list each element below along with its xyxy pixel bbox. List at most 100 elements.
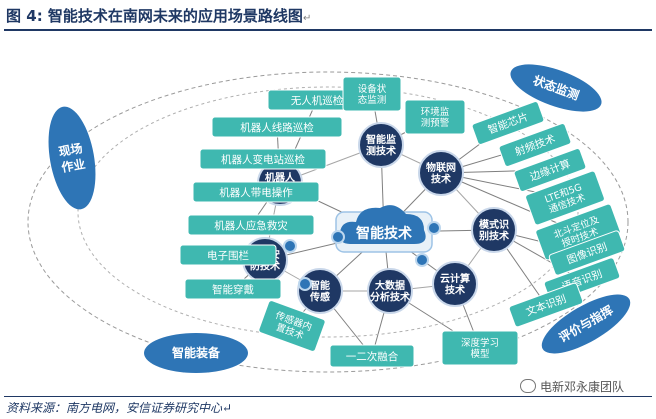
box-robot-sub: 机器人变电站巡检 (199, 148, 327, 170)
box-shape (513, 148, 587, 192)
box-robot-rescue: 机器人应急救灾 (187, 214, 315, 236)
hub-label: 别技术 (478, 229, 509, 242)
inner-orbit (77, 86, 579, 338)
box-shape (471, 101, 545, 145)
box-label: 测预警 (421, 117, 450, 129)
box-shape (192, 181, 320, 203)
wechat-icon (520, 379, 536, 393)
figure-title-number: 4 (26, 7, 37, 25)
box-shape (179, 244, 277, 266)
scenario-ellipse-shape (144, 333, 248, 373)
scenario-label: 智能装备 (171, 345, 221, 360)
hub-circle (418, 150, 464, 196)
box-label: 模型 (470, 348, 490, 360)
box-shape (187, 214, 315, 236)
figure-title-prefix: 图 (6, 7, 22, 25)
link-iot-beidou (440, 172, 579, 233)
junction-dot (331, 230, 345, 244)
box-shape (329, 344, 415, 368)
junction-dot (427, 221, 441, 235)
scenario-bottom-left: 智能装备 (144, 333, 248, 373)
box-fence: 电子围栏 (179, 244, 277, 266)
box-label: 机器人应急救灾 (214, 219, 288, 232)
scenario-ellipse-shape (510, 64, 602, 112)
junction-dot (415, 253, 429, 267)
hub-label: 技术 (431, 172, 451, 185)
box-label: 环境监 (421, 106, 450, 118)
box-label: 机器人线路巡检 (240, 121, 314, 134)
watermark-text: 电新邓永康团队 (540, 380, 625, 394)
hub-label: 测技术 (366, 144, 396, 157)
box-label: 智能穿戴 (212, 283, 254, 296)
hub-label: 物联网 (426, 161, 456, 174)
box-shape (498, 123, 572, 167)
outer-orbit (27, 71, 629, 373)
scenario-ellipse-shape (541, 294, 631, 354)
box-label: 电子围栏 (207, 249, 249, 262)
hub-label: 模式识 (479, 218, 509, 231)
box-label: 设备状 (358, 83, 387, 95)
box-wear: 智能穿戴 (184, 278, 282, 300)
scenario-top-right: 状态监测 (510, 64, 602, 112)
hub-label: 传感 (309, 290, 330, 303)
box-robot-live: 机器人带电操作 (192, 181, 320, 203)
figure-title-text: 智能技术在南网未来的应用场景路线图 (47, 7, 303, 25)
outer-dashed-orbits (27, 71, 629, 373)
hub-label: 机器人 (265, 171, 296, 184)
application-boxes: 无人机巡检机器人线路巡检机器人变电站巡检机器人带电操作机器人应急救灾电子围栏智能… (179, 76, 626, 368)
scenario-ellipse-shape (48, 106, 96, 210)
box-label: 无人机巡检 (291, 94, 344, 107)
box-label: 机器人变电站巡检 (221, 153, 305, 166)
hub-label: 智能监 (366, 133, 396, 146)
hub-circle (471, 207, 517, 253)
box-fusion: 一二次融合 (329, 344, 415, 368)
box-shape (342, 76, 402, 112)
box-shape (258, 300, 326, 352)
hub-label: 技术 (445, 283, 465, 296)
box-shape (525, 170, 605, 226)
box-label: 深度学习 (461, 337, 499, 349)
paragraph-mark: ↵ (302, 13, 312, 24)
figure-title-colon: : (36, 7, 43, 25)
box-shape (508, 282, 584, 328)
footer: 资料来源：南方电网，安信证券研究中心↵ (4, 396, 652, 418)
box-label: 态监测 (358, 94, 387, 106)
box-shape (404, 99, 466, 135)
center-cloud: 智能技术 (335, 205, 433, 253)
junction-dots (283, 221, 441, 291)
box-robot-line: 机器人线路巡检 (211, 116, 343, 138)
watermark: 电新邓永康团队 (520, 378, 624, 395)
hub-label: 智能 (310, 279, 330, 292)
footer-rule (4, 396, 652, 397)
box-shape (441, 330, 519, 366)
title-rule (4, 29, 652, 31)
figure-title: 图 4: 智能技术在南网未来的应用场景路线图↵ (6, 5, 311, 26)
scenario-label: 作业 (60, 156, 86, 175)
cloud-icon (339, 205, 426, 244)
source-note: 资料来源：南方电网，安信证券研究中心↵ (6, 401, 233, 415)
hub-circle (367, 268, 413, 314)
hub-label: 大数据 (375, 279, 405, 292)
box-shape (548, 230, 626, 276)
hub-label: 云计算 (440, 272, 470, 285)
box-uav: 无人机巡检 (267, 89, 367, 111)
hub-circle (358, 122, 404, 168)
hub-label: 分析技术 (370, 290, 410, 303)
hub-circle (432, 261, 478, 307)
title-bar: 图 4: 智能技术在南网未来的应用场景路线图↵ (0, 0, 656, 31)
box-shape (199, 148, 327, 170)
